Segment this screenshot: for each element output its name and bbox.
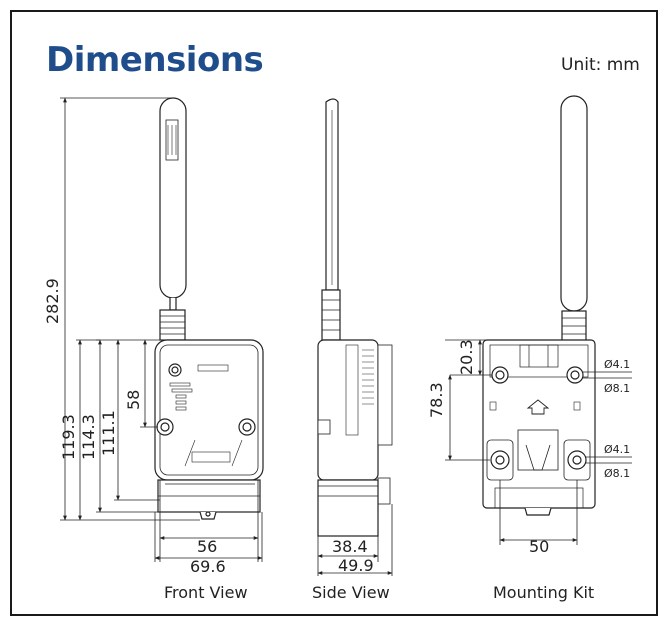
side-base [317, 479, 379, 537]
dim-body-height-c: 111.1 [99, 410, 118, 456]
side-antenna [321, 98, 341, 341]
dim-depth-a: 38.4 [332, 537, 368, 556]
page-title: Dimensions [46, 40, 264, 80]
dim-depth-b: 49.9 [338, 556, 374, 575]
caption-side-view: Side View [312, 583, 390, 602]
mount-dimension-lines [445, 339, 632, 545]
side-body [317, 339, 393, 505]
front-base [157, 479, 261, 520]
dim-body-height-a: 119.3 [59, 414, 78, 460]
caption-mounting-kit: Mounting Kit [493, 583, 595, 602]
mount-antenna [560, 95, 588, 342]
dim-width-b: 69.6 [190, 557, 226, 576]
mounting-kit-view [482, 95, 596, 516]
front-antenna [159, 97, 187, 341]
dim-hole-height: 58 [124, 390, 143, 410]
dim-hole2-inner: Ø4.1 [604, 443, 630, 456]
caption-front-view: Front View [164, 583, 248, 602]
front-dimension-lines [60, 97, 263, 562]
dim-hole2-outer: Ø8.1 [604, 467, 630, 480]
dim-hole1-inner: Ø4.1 [604, 358, 630, 371]
side-view [317, 98, 393, 537]
dim-hole1-outer: Ø8.1 [604, 382, 630, 395]
front-view [154, 97, 264, 520]
side-dimension-lines [317, 504, 393, 576]
dim-hole-spacing: 78.3 [427, 382, 446, 418]
dim-total-height: 282.9 [43, 278, 62, 324]
dim-width-a: 56 [197, 537, 217, 556]
dim-top-offset: 20.3 [457, 339, 476, 375]
dim-mount-width: 50 [529, 537, 549, 556]
unit-label: Unit: mm [561, 55, 640, 75]
dim-body-height-b: 114.3 [79, 414, 98, 460]
front-body [154, 339, 264, 481]
